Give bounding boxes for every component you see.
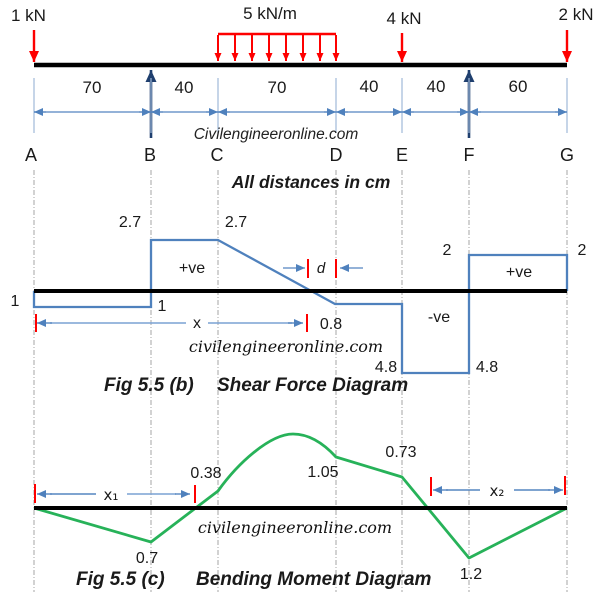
load-label-5knm: 5 kN/m xyxy=(243,4,297,23)
bmd-value-b: 0.7 xyxy=(136,550,158,567)
sfd-caption: Fig 5.5 (b) Shear Force Diagram xyxy=(104,375,408,396)
sfd-value-a: 1 xyxy=(11,293,20,310)
load-label-2kn: 2 kN xyxy=(559,5,594,24)
sfd-caption-fig: Fig 5.5 (b) xyxy=(104,375,194,396)
bmd-value-labels: 0.38 1.05 0.73 0.7 1.2 xyxy=(136,444,482,583)
shear-force-diagram: 2.7 2.7 +ve 1 1 0.8 -ve 4.8 4.8 2 2 +ve … xyxy=(11,214,587,396)
sfd-negative-region-label: -ve xyxy=(428,309,450,326)
sfd-value-g-top: 2 xyxy=(578,242,587,259)
load-label-1kn: 1 kN xyxy=(11,6,46,25)
bmd-x2-dimension: x₂ xyxy=(430,476,566,500)
bmd-dim-x1-label: x₁ xyxy=(104,486,119,504)
sfd-caption-title: Shear Force Diagram xyxy=(217,375,408,396)
dimension-labels: 70 40 70 40 40 60 xyxy=(83,77,528,97)
bmd-curve xyxy=(33,432,568,560)
bmd-value-c: 0.38 xyxy=(190,465,221,482)
sfd-value-f-bottom: 4.8 xyxy=(476,359,498,376)
extension-lines xyxy=(33,78,568,133)
sfd-d-dimension: d xyxy=(283,259,363,278)
dim-label-ab: 70 xyxy=(83,78,102,97)
point-label-f: F xyxy=(464,145,475,165)
watermark-beam: Civilengineeronline.com xyxy=(194,126,359,143)
sfd-value-labels: 2.7 2.7 +ve 1 1 0.8 -ve 4.8 4.8 2 2 +ve xyxy=(11,214,587,376)
sfd-value-b-bottom: 1 xyxy=(158,298,167,315)
sfd-positive-region-label: +ve xyxy=(179,260,205,277)
point-label-c: C xyxy=(211,145,224,165)
load-label-4kn: 4 kN xyxy=(387,9,422,28)
bmd-dim-x2-label: x₂ xyxy=(490,482,505,500)
sfd-value-f-top: 2 xyxy=(443,242,452,259)
watermark-bmd: civilengineeronline.com xyxy=(198,518,392,537)
point-label-e: E xyxy=(396,145,408,165)
point-label-d: D xyxy=(330,145,343,165)
udl-load xyxy=(214,32,340,61)
point-labels: A B C D E F G xyxy=(25,145,574,165)
sfd-dim-x-label: x xyxy=(193,315,201,332)
point-label-a: A xyxy=(25,145,37,165)
sfd-value-d: 0.8 xyxy=(320,316,342,333)
bmd-caption-fig: Fig 5.5 (c) xyxy=(76,569,165,590)
dim-label-fg: 60 xyxy=(509,77,528,96)
dim-label-de: 40 xyxy=(360,77,379,96)
sfd-value-c-top: 2.7 xyxy=(225,214,247,231)
sfd-value-b-top: 2.7 xyxy=(119,214,141,231)
sfd-positive-region-fg-label: +ve xyxy=(506,264,532,281)
bmd-value-d: 1.05 xyxy=(307,464,338,481)
dim-label-cd: 70 xyxy=(268,78,287,97)
sfd-dim-d-label: d xyxy=(317,260,326,277)
dim-label-ef: 40 xyxy=(427,77,446,96)
sfd-value-e-bottom: 4.8 xyxy=(375,359,397,376)
units-note: All distances in cm xyxy=(231,172,391,192)
bmd-x1-dimension: x₁ xyxy=(34,484,196,504)
sfd-curve xyxy=(32,238,569,375)
point-label-g: G xyxy=(560,145,574,165)
udl-arrows xyxy=(214,35,340,61)
point-label-b: B xyxy=(144,145,156,165)
watermark-sfd: civilengineeronline.com xyxy=(189,337,383,356)
beam-loading-diagram: 1 kN 5 kN/m 4 kN 2 kN xyxy=(11,4,593,192)
sfd-x-dimension: x xyxy=(35,314,308,332)
dim-label-bc: 40 xyxy=(175,78,194,97)
bmd-value-f: 1.2 xyxy=(460,566,482,583)
point-load-arrows xyxy=(29,30,572,62)
bmd-caption-title: Bending Moment Diagram xyxy=(196,569,432,590)
bending-moment-diagram: 0.38 1.05 0.73 0.7 1.2 x₁ x₂ civilengi xyxy=(33,432,568,590)
bmd-value-e: 0.73 xyxy=(385,444,416,461)
bmd-caption: Fig 5.5 (c) Bending Moment Diagram xyxy=(76,569,432,590)
